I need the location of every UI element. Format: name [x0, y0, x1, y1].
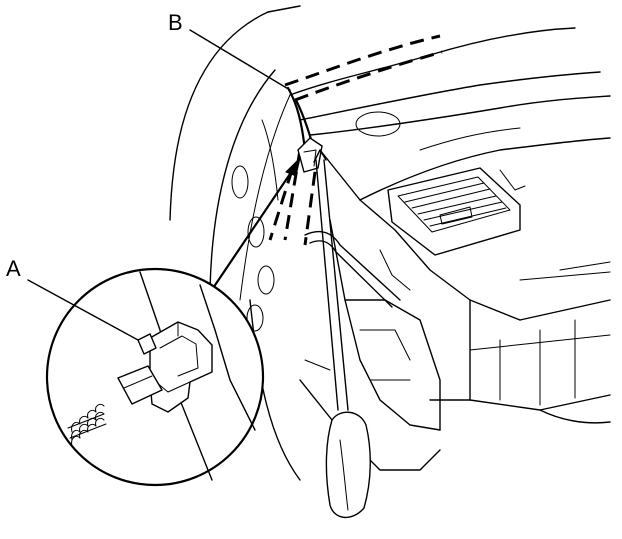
dashboard: [289, 27, 611, 424]
harness-dashed-upper: [284, 34, 441, 87]
clip-tab-a: [137, 333, 157, 355]
label-b: B: [168, 10, 183, 35]
hole: [257, 265, 275, 295]
lower-trim: [299, 219, 441, 471]
detail-callout: [45, 267, 265, 487]
harness-dashed-lower: [294, 50, 443, 102]
hole: [246, 304, 264, 332]
leader-line-a: [27, 279, 139, 341]
trim-tool: [304, 230, 401, 308]
label-a: A: [6, 256, 21, 281]
hole: [231, 165, 249, 199]
hole: [247, 216, 265, 248]
pillar-trim: [169, 5, 301, 481]
clip-pin: [117, 365, 163, 405]
callout-a: A: [6, 256, 139, 341]
defroster-hole: [355, 111, 401, 137]
clip-installed: [297, 137, 323, 173]
spring-detail: [67, 403, 107, 447]
air-vent: [387, 167, 526, 256]
screwdriver: [313, 149, 371, 519]
screwdriver-handle: [325, 411, 371, 519]
harness-dashed-down-c: [268, 169, 294, 241]
pillar-holes: [231, 165, 275, 332]
harness-dashed-down-b: [303, 149, 320, 246]
callout-b: B: [168, 10, 291, 91]
harness-dashed-down-a: [283, 149, 302, 241]
wire-harness: [268, 34, 443, 246]
leader-line-b: [189, 29, 291, 91]
leader-arrow: [203, 156, 301, 302]
